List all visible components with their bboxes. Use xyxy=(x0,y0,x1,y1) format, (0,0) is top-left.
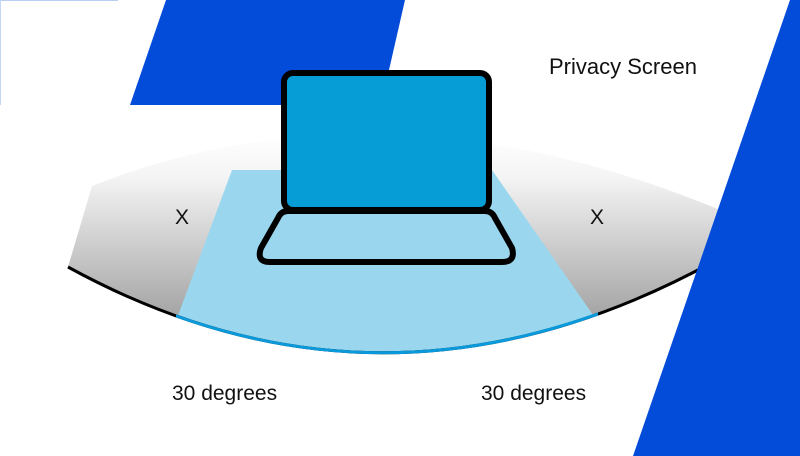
cone-arc xyxy=(176,312,598,355)
decor-blue-stripe-right xyxy=(633,0,800,456)
decor-light-line xyxy=(0,0,118,1)
blocked-zone-left-mark: X xyxy=(175,206,190,229)
angle-label-right: 30 degrees xyxy=(481,382,587,405)
blocked-zone-right-mark: X xyxy=(590,206,605,229)
laptop-icon xyxy=(256,70,516,265)
angle-label-left: 30 degrees xyxy=(172,382,278,405)
page-title: Privacy Screen xyxy=(549,54,697,79)
